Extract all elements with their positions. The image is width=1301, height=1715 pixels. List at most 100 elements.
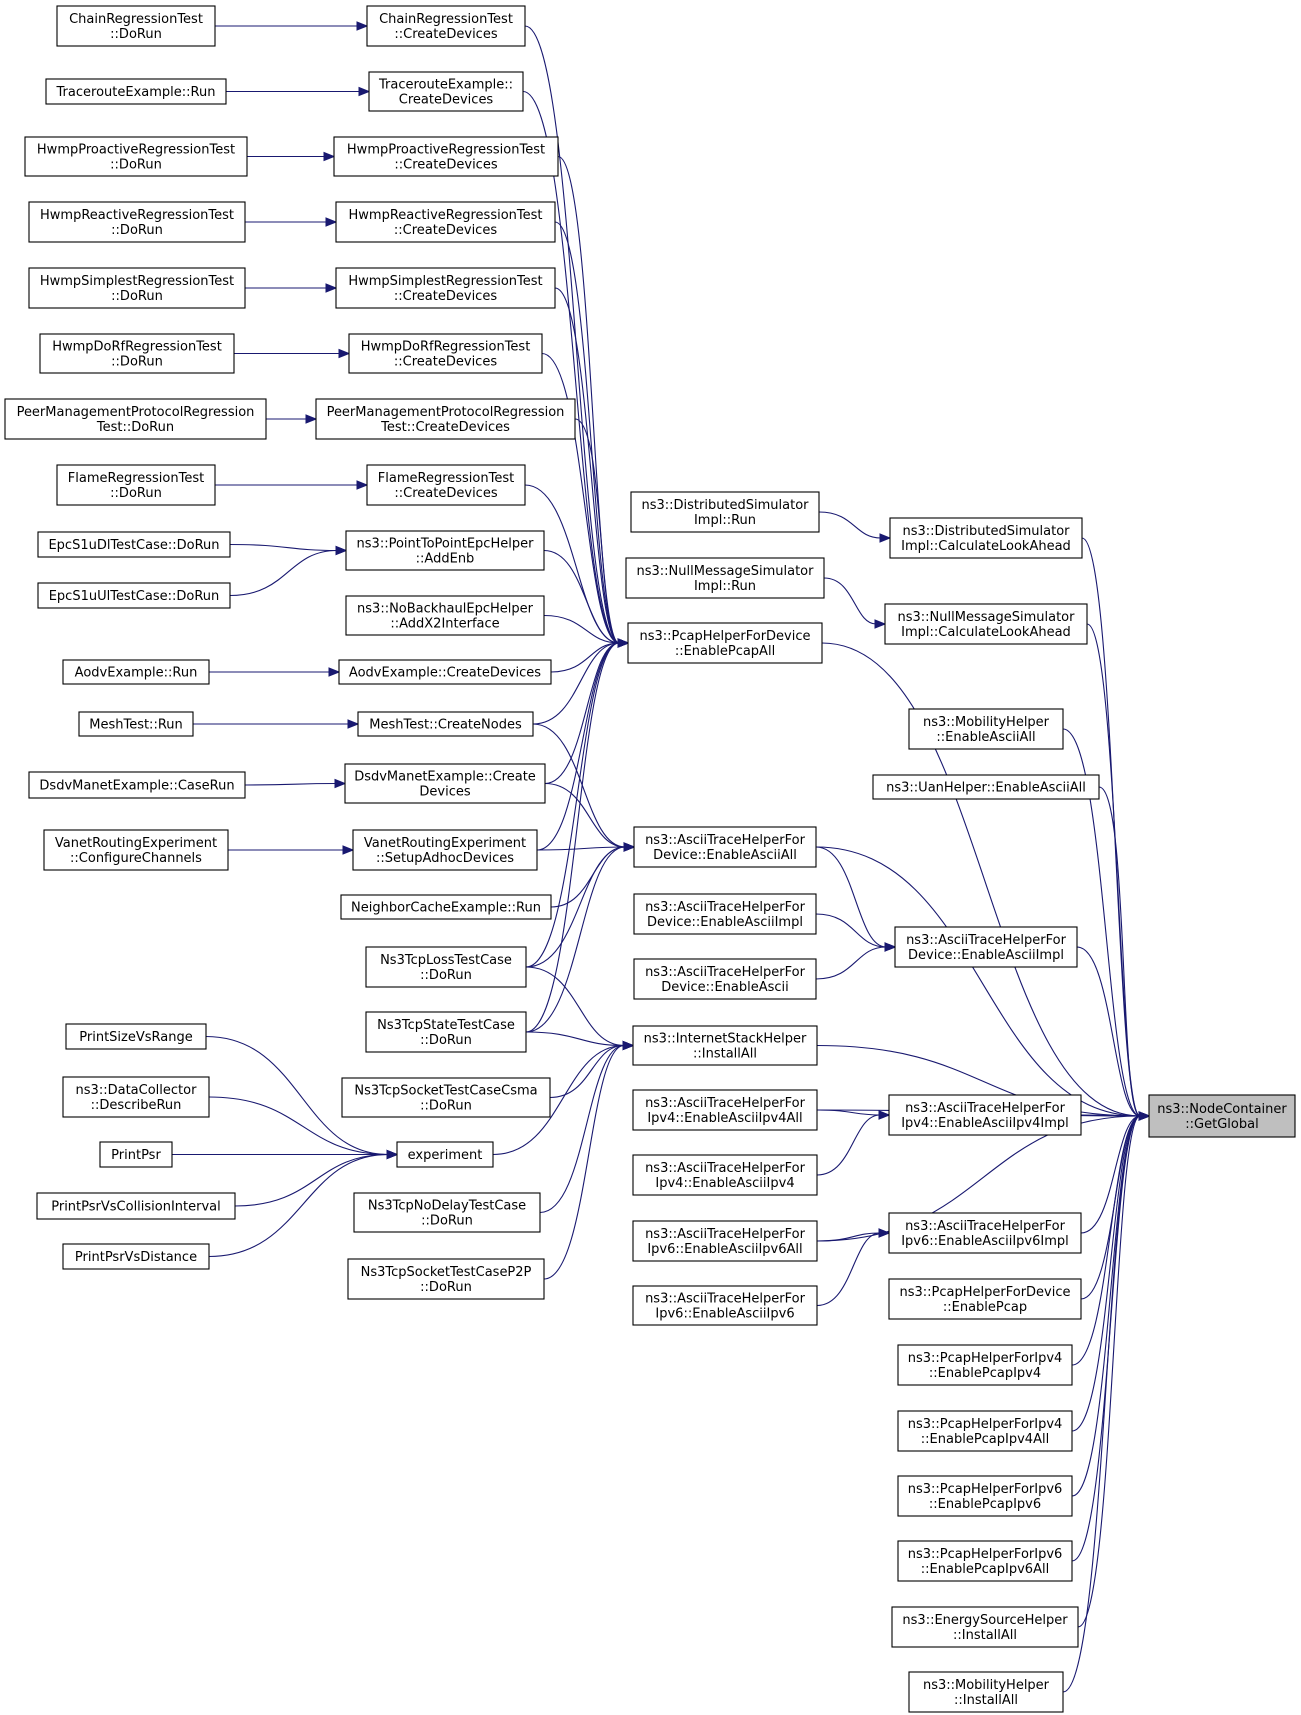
node-pcap6[interactable]: ns3::PcapHelperForIpv6::EnablePcapIpv6 bbox=[897, 1475, 1073, 1517]
node-ascii-all[interactable]: ns3::AsciiTraceHelperForDevice::EnableAs… bbox=[633, 826, 817, 868]
node-label-line: ::CreateDevices bbox=[394, 223, 497, 238]
node-csma[interactable]: Ns3TcpSocketTestCaseCsma::DoRun bbox=[341, 1077, 551, 1118]
node-box bbox=[345, 530, 545, 571]
node-tre-cd[interactable]: TracerouteExample::CreateDevices bbox=[368, 71, 524, 112]
node-dsdv-cd[interactable]: DsdvManetExample::CreateDevices bbox=[344, 763, 546, 804]
edge-aodv-cd-to-pcap-all bbox=[550, 642, 620, 673]
node-uan[interactable]: ns3::UanHelper::EnableAsciiAll bbox=[872, 774, 1100, 800]
node-label-line: ::CreateDevices bbox=[394, 355, 497, 370]
node-ascii-enable[interactable]: ns3::AsciiTraceHelperForDevice::EnableAs… bbox=[633, 958, 817, 1000]
node-loss[interactable]: Ns3TcpLossTestCase::DoRun bbox=[365, 946, 527, 988]
node-tre-r[interactable]: TracerouteExample::Run bbox=[45, 78, 227, 105]
node-aodv-cd[interactable]: AodvExample::CreateDevices bbox=[338, 659, 552, 685]
node-pm-cd[interactable]: PeerManagementProtocolRegressionTest::Cr… bbox=[315, 398, 576, 440]
edge-vr-sa-to-ascii-all bbox=[536, 846, 626, 851]
node-nbh[interactable]: ns3::NoBackhaulEpcHelper::AddX2Interface bbox=[345, 595, 545, 636]
node-crt-dr[interactable]: ChainRegressionTest::DoRun bbox=[56, 5, 216, 47]
node-label-line: ::CreateDevices bbox=[394, 289, 497, 304]
node-label-line: ns3::EnergySourceHelper bbox=[902, 1613, 1068, 1628]
node-pcap6all[interactable]: ns3::PcapHelperForIpv6::EnablePcapIpv6Al… bbox=[897, 1540, 1073, 1582]
node-ppd[interactable]: PrintPsrVsDistance bbox=[62, 1243, 210, 1270]
node-ul[interactable]: EpcS1uUlTestCase::DoRun bbox=[37, 582, 231, 609]
node-vr-sa[interactable]: VanetRoutingExperiment::SetupAdhocDevice… bbox=[352, 829, 538, 871]
node-ip6-impl[interactable]: ns3::AsciiTraceHelperForIpv6::EnableAsci… bbox=[888, 1212, 1082, 1254]
node-mesh-r[interactable]: MeshTest::Run bbox=[78, 711, 194, 737]
node-vr-cc[interactable]: VanetRoutingExperiment::ConfigureChannel… bbox=[43, 829, 229, 871]
node-dl[interactable]: EpcS1uDlTestCase::DoRun bbox=[37, 531, 231, 558]
node-ds-cla[interactable]: ns3::DistributedSimulatorImpl::Calculate… bbox=[889, 517, 1083, 559]
node-label-line: MeshTest::Run bbox=[89, 718, 183, 733]
node-mesh-cn[interactable]: MeshTest::CreateNodes bbox=[357, 711, 534, 737]
node-hr-cd[interactable]: HwmpReactiveRegressionTest::CreateDevice… bbox=[335, 201, 556, 243]
node-ascii-impl-c[interactable]: ns3::AsciiTraceHelperForDevice::EnableAs… bbox=[633, 893, 817, 935]
node-ip4-impl[interactable]: ns3::AsciiTraceHelperForIpv4::EnableAsci… bbox=[888, 1094, 1082, 1136]
edge-dl-to-p2p bbox=[229, 543, 338, 552]
node-nm-cla[interactable]: ns3::NullMessageSimulatorImpl::Calculate… bbox=[884, 603, 1088, 645]
node-box bbox=[897, 1475, 1073, 1517]
node-p2ptc[interactable]: Ns3TcpSocketTestCaseP2P::DoRun bbox=[347, 1258, 545, 1300]
node-ip4-all[interactable]: ns3::AsciiTraceHelperForIpv4::EnableAsci… bbox=[632, 1089, 818, 1131]
edge-state-to-pcap-all bbox=[525, 642, 620, 1033]
node-pcap[interactable]: ns3::PcapHelperForDevice::EnablePcap bbox=[888, 1278, 1082, 1320]
node-exp[interactable]: experiment bbox=[396, 1141, 494, 1168]
node-label-line: Ipv6::EnableAsciiIpv6All bbox=[647, 1242, 802, 1257]
node-hs-cd[interactable]: HwmpSimplestRegressionTest::CreateDevice… bbox=[335, 267, 556, 309]
node-state[interactable]: Ns3TcpStateTestCase::DoRun bbox=[365, 1011, 527, 1053]
node-label-line: ::CreateDevices bbox=[394, 486, 497, 501]
node-hr-dr[interactable]: HwmpReactiveRegressionTest::DoRun bbox=[28, 201, 246, 243]
node-hd-cd[interactable]: HwmpDoRfRegressionTest::CreateDevices bbox=[348, 333, 543, 374]
node-label-line: Ns3TcpLossTestCase bbox=[380, 953, 512, 968]
node-aodv-r[interactable]: AodvExample::Run bbox=[62, 659, 210, 685]
node-pcap-all[interactable]: ns3::PcapHelperForDevice::EnablePcapAll bbox=[627, 622, 823, 664]
node-pcap4[interactable]: ns3::PcapHelperForIpv4::EnablePcapIpv4 bbox=[897, 1344, 1073, 1386]
node-p2p[interactable]: ns3::PointToPointEpcHelper::AddEnb bbox=[345, 530, 545, 571]
node-hd-dr[interactable]: HwmpDoRfRegressionTest::DoRun bbox=[39, 333, 235, 374]
node-label-line: MeshTest::CreateNodes bbox=[369, 718, 522, 733]
node-box bbox=[340, 894, 552, 920]
node-gg[interactable]: ns3::NodeContainer::GetGlobal bbox=[1148, 1094, 1296, 1138]
node-label-line: ::EnablePcapIpv6 bbox=[929, 1497, 1041, 1512]
node-ppci[interactable]: PrintPsrVsCollisionInterval bbox=[36, 1192, 236, 1220]
node-isa[interactable]: ns3::InternetStackHelper::InstallAll bbox=[632, 1025, 818, 1066]
node-label-line: ns3::NodeContainer bbox=[1157, 1102, 1287, 1117]
node-dsdv-cr[interactable]: DsdvManetExample::CaseRun bbox=[28, 771, 246, 799]
node-pcap4all[interactable]: ns3::PcapHelperForIpv4::EnablePcapIpv4Al… bbox=[897, 1410, 1073, 1452]
node-pp[interactable]: PrintPsr bbox=[99, 1141, 173, 1168]
node-psvr[interactable]: PrintSizeVsRange bbox=[65, 1023, 207, 1050]
node-label-line: ::CreateDevices bbox=[394, 158, 497, 173]
node-label-line: ns3::PcapHelperForIpv4 bbox=[908, 1351, 1063, 1366]
node-mob-ea[interactable]: ns3::MobilityHelper::EnableAsciiAll bbox=[908, 708, 1064, 750]
node-fr-cd[interactable]: FlameRegressionTest::CreateDevices bbox=[366, 464, 526, 506]
node-label-line: EpcS1uUlTestCase::DoRun bbox=[49, 589, 220, 604]
node-fr-dr[interactable]: FlameRegressionTest::DoRun bbox=[56, 464, 216, 506]
node-hp-cd[interactable]: HwmpProactiveRegressionTest::CreateDevic… bbox=[333, 136, 559, 177]
node-box bbox=[99, 1141, 173, 1168]
node-label-line: ::EnablePcap bbox=[943, 1300, 1027, 1315]
node-hs-dr[interactable]: HwmpSimplestRegressionTest::DoRun bbox=[28, 267, 246, 309]
node-crt-cd[interactable]: ChainRegressionTest::CreateDevices bbox=[366, 5, 526, 47]
edge-arrowhead bbox=[325, 283, 338, 293]
node-ip6[interactable]: ns3::AsciiTraceHelperForIpv6::EnableAsci… bbox=[632, 1285, 818, 1326]
node-ascii-impl[interactable]: ns3::AsciiTraceHelperForDevice::EnableAs… bbox=[894, 926, 1078, 968]
node-label-line: ChainRegressionTest bbox=[379, 12, 513, 27]
node-layer: ns3::NodeContainer::GetGlobal ChainRegres… bbox=[4, 5, 1296, 1713]
node-ip6-all[interactable]: ns3::AsciiTraceHelperForIpv6::EnableAsci… bbox=[632, 1220, 818, 1262]
node-mob-ia[interactable]: ns3::MobilityHelper::InstallAll bbox=[908, 1671, 1064, 1713]
node-label-line: Ipv6::EnableAsciiIpv6 bbox=[655, 1307, 794, 1322]
node-pm-dr[interactable]: PeerManagementProtocolRegressionTest::Do… bbox=[4, 398, 267, 440]
edge-loss-to-pcap-all bbox=[525, 642, 620, 968]
node-box bbox=[396, 1141, 494, 1168]
node-dc[interactable]: ns3::DataCollector::DescribeRun bbox=[62, 1076, 210, 1118]
node-nce[interactable]: NeighborCacheExample::Run bbox=[340, 894, 552, 920]
node-label-line: HwmpSimplestRegressionTest bbox=[348, 274, 542, 289]
node-label-line: PrintPsrVsDistance bbox=[75, 1250, 197, 1265]
node-nodelay[interactable]: Ns3TcpNoDelayTestCase::DoRun bbox=[353, 1192, 541, 1233]
node-label-line: ns3::PcapHelperForIpv6 bbox=[908, 1482, 1063, 1497]
edge-hd-cd-to-pcap-all bbox=[541, 352, 620, 644]
node-ip4[interactable]: ns3::AsciiTraceHelperForIpv4::EnableAsci… bbox=[632, 1154, 818, 1196]
node-label-line: Test::DoRun bbox=[96, 420, 174, 435]
node-hp-dr[interactable]: HwmpProactiveRegressionTest::DoRun bbox=[24, 136, 248, 177]
node-esh[interactable]: ns3::EnergySourceHelper::InstallAll bbox=[891, 1606, 1079, 1648]
